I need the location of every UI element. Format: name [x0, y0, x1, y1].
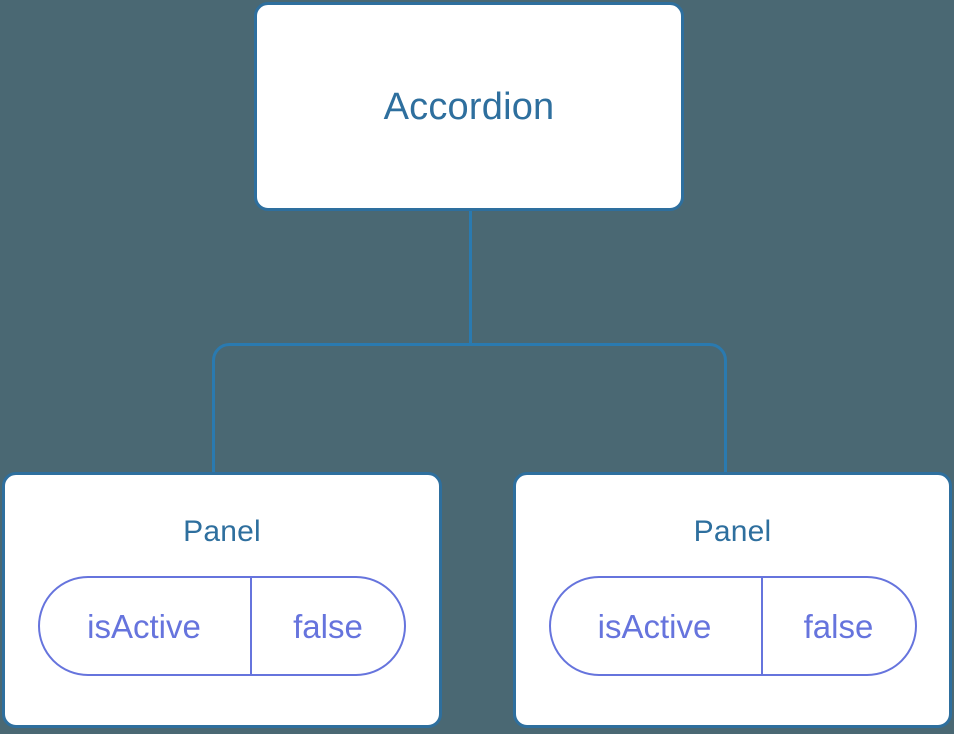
node-accordion[interactable]: Accordion [254, 2, 684, 211]
prop-pill-isactive-left[interactable]: isActive false [38, 576, 406, 676]
prop-value-isactive-left: false [293, 607, 363, 645]
node-panel-right[interactable]: Panel isActive false [513, 472, 952, 728]
node-panel-left[interactable]: Panel isActive false [2, 472, 442, 728]
connector-to-panel-left [212, 343, 471, 474]
node-accordion-title: Accordion [383, 85, 555, 128]
prop-key-isactive-right: isActive [551, 578, 763, 674]
node-panel-left-title: Panel [183, 515, 261, 548]
connector-to-panel-right [470, 343, 727, 474]
prop-value-isactive-right: false [803, 607, 874, 645]
prop-key-isactive-left: isActive [40, 578, 252, 674]
prop-pill-isactive-right[interactable]: isActive false [548, 576, 917, 676]
node-panel-right-title: Panel [693, 515, 772, 548]
